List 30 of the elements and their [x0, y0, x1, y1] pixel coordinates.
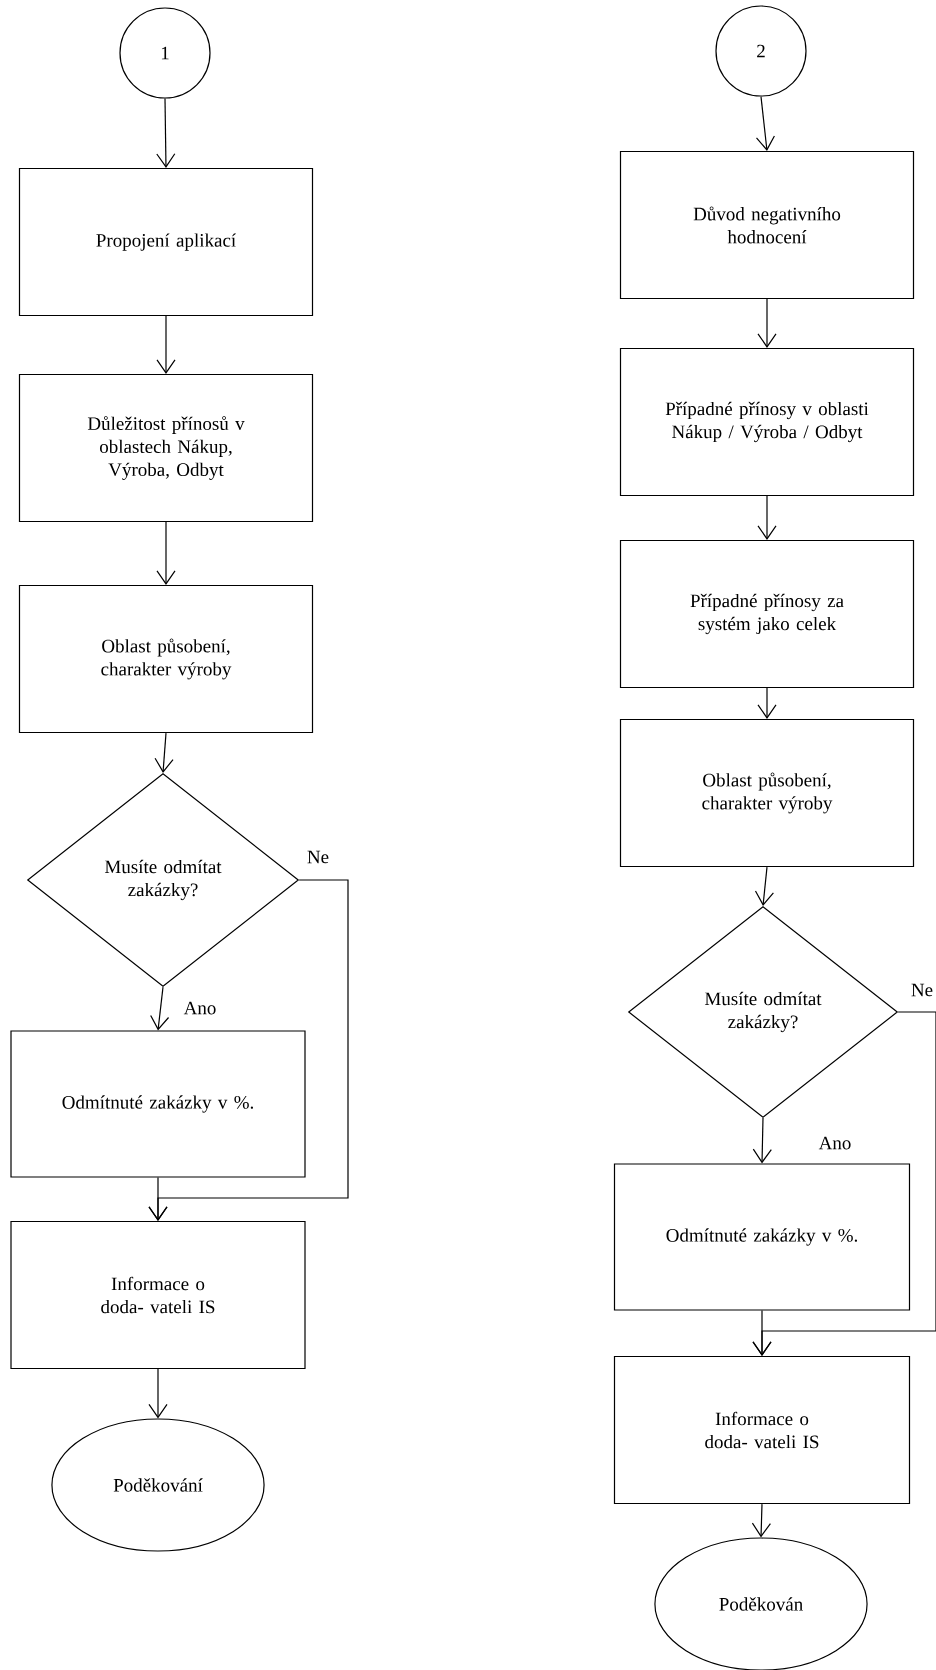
- process-box: Informace o doda- vateli IS: [10, 1220, 306, 1370]
- process-box: Oblast působení, charakter výroby: [619, 718, 915, 868]
- arrow: [752, 1310, 772, 1356]
- process-box: Důležitost přínosů v oblastech Nákup, Výroba, Odbyt: [18, 373, 314, 523]
- process-box: Informace o doda- vateli IS: [613, 1355, 911, 1505]
- arrow: [156, 315, 176, 374]
- arrow: [154, 732, 174, 773]
- arrow: [150, 986, 170, 1031]
- arrow: [156, 521, 176, 585]
- arrow: [156, 98, 176, 168]
- edge-label: Ne: [911, 983, 933, 997]
- arrow: [752, 1117, 772, 1164]
- arrow: [751, 1503, 771, 1538]
- arrow: [757, 687, 777, 719]
- arrow: [757, 495, 777, 540]
- process-box: Případné přínosy v oblasti Nákup / Výroba / Odbyt: [619, 347, 915, 497]
- process-box: Důvod negativního hodnocení: [619, 150, 915, 300]
- edge-label: Ano: [183, 1001, 216, 1015]
- process-box: Odmítnuté zakázky v %.: [613, 1163, 911, 1311]
- process-box: Propojení aplikací: [18, 167, 314, 317]
- arrow: [148, 1177, 168, 1221]
- edge-label: Ano: [818, 1136, 851, 1150]
- arrow: [148, 1368, 168, 1419]
- arrow: [757, 298, 777, 348]
- process-box: Oblast působení, charakter výroby: [18, 584, 314, 734]
- process-box: Odmítnuté zakázky v %.: [10, 1030, 306, 1178]
- process-box: Případné přínosy za systém jako celek: [619, 539, 915, 689]
- arrow: [754, 866, 774, 906]
- edge-label: Ne: [307, 850, 329, 864]
- arrow: [755, 96, 775, 151]
